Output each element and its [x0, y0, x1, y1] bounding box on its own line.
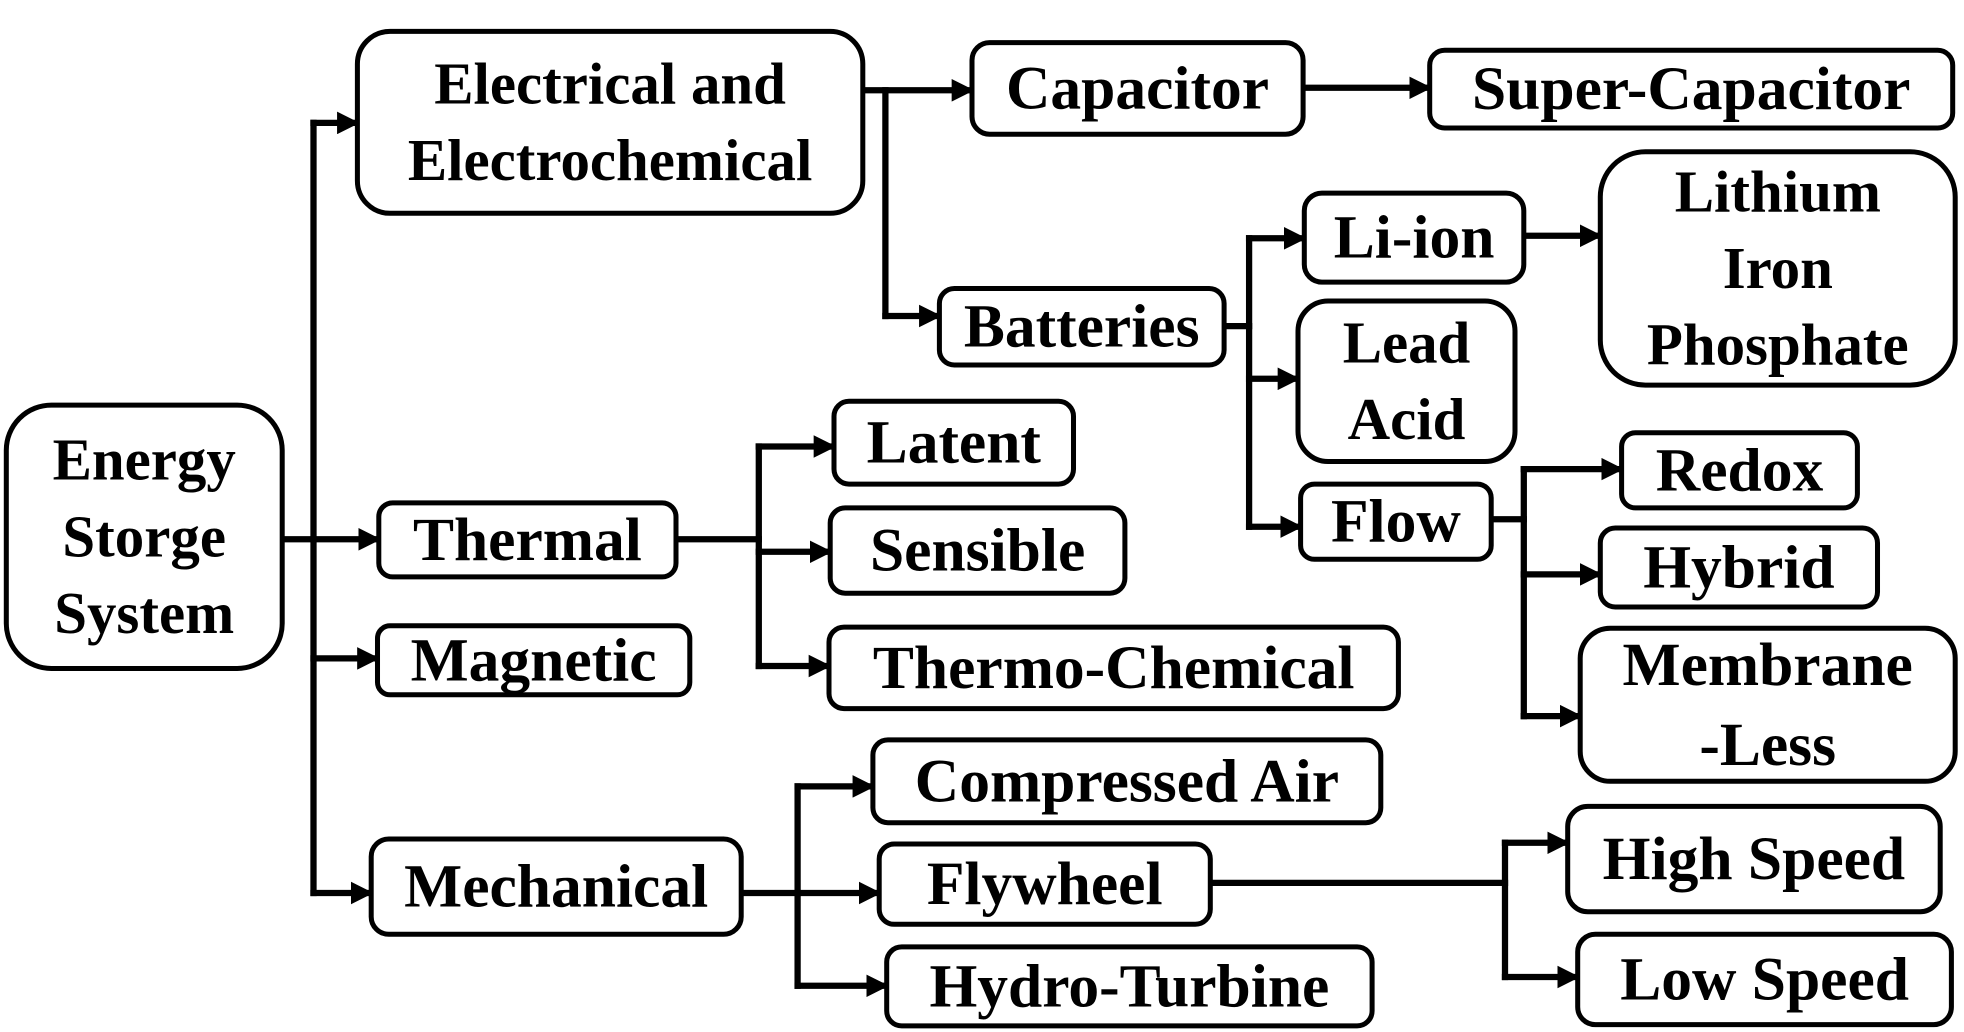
node-label-line: Energy — [53, 428, 236, 493]
node-label-line: Membrane — [1623, 631, 1913, 699]
node-label-line: Electrochemical — [408, 128, 812, 193]
node-label-line: Iron — [1723, 236, 1833, 301]
node-label-line: Low Speed — [1620, 946, 1909, 1014]
node-label-line: Batteries — [964, 293, 1200, 361]
node-box — [1597, 525, 1881, 610]
connectors — [279, 76, 1625, 998]
node-label-line: Lithium — [1675, 159, 1881, 224]
node-box — [969, 40, 1306, 137]
node-label-line: Magnetic — [411, 626, 657, 694]
node-latent: Latent — [831, 398, 1077, 487]
node-capacitor: Capacitor — [969, 40, 1306, 137]
node-high-speed: High Speed — [1565, 803, 1943, 915]
node-label-line: Electrical and — [434, 52, 786, 117]
node-label-line: Flow — [1331, 488, 1461, 556]
node-label-line: Sensible — [870, 517, 1085, 585]
node-box — [374, 623, 693, 698]
node-box — [376, 500, 679, 580]
node-batteries: Batteries — [936, 285, 1227, 368]
node-box — [1575, 931, 1954, 1028]
node-box — [1301, 190, 1527, 285]
node-box — [876, 841, 1213, 927]
node-box — [1427, 47, 1956, 131]
node-flywheel: Flywheel — [876, 841, 1213, 927]
node-compressed-air: Compressed Air — [870, 737, 1384, 826]
node-li-ion: Li-ion — [1301, 190, 1527, 285]
node-label-line: Storge — [62, 504, 226, 569]
node-thermo-chemical: Thermo-Chemical — [826, 624, 1401, 712]
node-membrane-less: Membrane -Less — [1577, 625, 1958, 784]
node-box — [870, 737, 1384, 826]
node-box — [3, 402, 285, 672]
node-flow: Flow — [1298, 481, 1494, 562]
node-hydro-turbine: Hydro-Turbine — [884, 944, 1375, 1029]
node-box — [1295, 298, 1518, 465]
node-box — [1577, 625, 1958, 784]
node-label-line: Thermal — [413, 506, 642, 574]
node-box — [831, 398, 1077, 487]
node-box — [368, 836, 744, 937]
node-thermal: Thermal — [376, 500, 679, 580]
node-box — [1298, 481, 1494, 562]
node-label-line: Redox — [1656, 436, 1824, 504]
node-hybrid: Hybrid — [1597, 525, 1881, 610]
node-label-line: Super-Capacitor — [1472, 55, 1910, 123]
node-redox: Redox — [1619, 430, 1860, 511]
node-box — [826, 624, 1401, 712]
node-box — [1565, 803, 1943, 915]
node-label-line: System — [54, 581, 234, 646]
node-sensible: Sensible — [827, 505, 1128, 596]
node-label-line: Flywheel — [927, 850, 1163, 918]
node-label-line: Mechanical — [404, 853, 708, 921]
node-label-line: Thermo-Chemical — [873, 634, 1355, 702]
node-box — [1619, 430, 1860, 511]
node-label-line: Li-ion — [1334, 204, 1495, 272]
node-low-speed: Low Speed — [1575, 931, 1954, 1028]
node-label-line: Hydro-Turbine — [929, 952, 1329, 1020]
node-super-capacitor: Super-Capacitor — [1427, 47, 1956, 131]
node-label-line: Compressed Air — [915, 747, 1339, 815]
node-label-line: Latent — [867, 409, 1042, 477]
node-box — [354, 28, 866, 216]
node-label-line: Phosphate — [1647, 313, 1909, 378]
node-label-line: High Speed — [1603, 825, 1905, 893]
node-box — [827, 505, 1128, 596]
node-label-line: -Less — [1699, 711, 1836, 779]
node-box — [1597, 149, 1958, 388]
node-label-line: Hybrid — [1643, 534, 1834, 602]
node-label-line: Lead — [1343, 310, 1471, 375]
node-magnetic: Magnetic — [374, 623, 693, 698]
node-box — [884, 944, 1375, 1029]
node-mechanical: Mechanical — [368, 836, 744, 937]
node-label-line: Capacitor — [1006, 54, 1269, 122]
node-box — [936, 285, 1227, 368]
node-label-line: Acid — [1348, 387, 1466, 452]
